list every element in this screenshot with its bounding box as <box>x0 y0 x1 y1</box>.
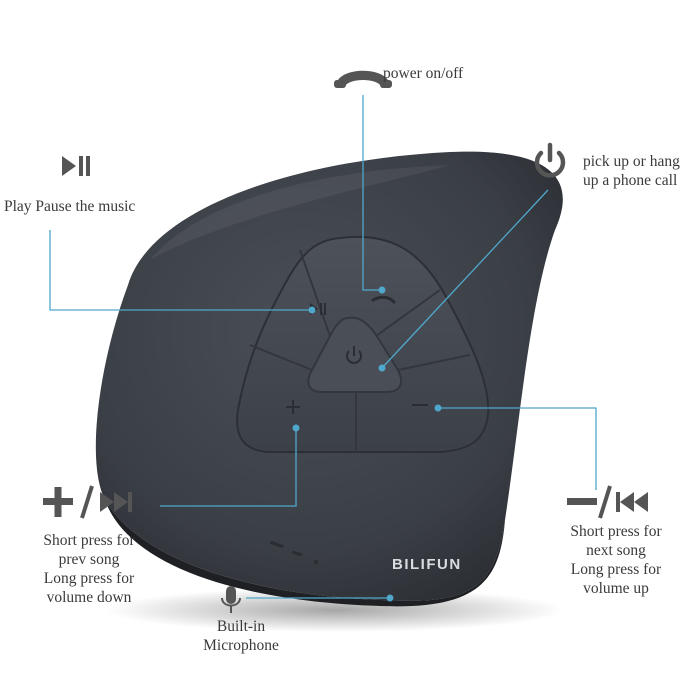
side-ports <box>270 540 318 564</box>
call-label-line-1: pick up or hang <box>583 153 680 170</box>
call-label: pick up or hang up a phone call <box>583 152 680 190</box>
phone-handset-icon <box>334 70 392 88</box>
callout-line-power <box>362 95 382 291</box>
volume-down-label: Short press for prev song Long press for… <box>30 531 148 607</box>
play-pause-icon <box>62 156 90 176</box>
callout-line-call <box>381 189 549 369</box>
panel-plus-icon[interactable] <box>286 400 300 414</box>
divider-top-left <box>299 249 331 337</box>
callout-line-volume-down <box>160 428 297 507</box>
microphone-line-2: Microphone <box>203 637 279 654</box>
volume-up-line-2: next song <box>586 542 646 559</box>
callout-dot-microphone <box>386 594 394 602</box>
speaker-highlight <box>150 165 450 260</box>
divider-right <box>397 354 471 371</box>
volume-down-line-4: volume down <box>46 589 132 606</box>
divider-top-right <box>375 289 441 337</box>
microphone-icon <box>221 586 241 613</box>
callout-dot-volume-up <box>434 404 442 412</box>
call-label-line-2: up a phone call <box>583 172 678 189</box>
panel-phone-icon[interactable] <box>371 295 396 304</box>
callout-dot-volume-down <box>292 424 300 432</box>
microphone-line-1: Built-in <box>216 618 266 635</box>
power-icon <box>534 142 566 178</box>
panel-power-icon[interactable] <box>346 346 362 364</box>
callout-dot-call <box>378 364 386 372</box>
callout-line-play-pause <box>49 230 312 311</box>
plus-next-icon <box>43 485 132 519</box>
minus-prev-icon <box>567 485 648 519</box>
brand-logo-text: BILIFUN <box>392 556 462 573</box>
volume-up-line-4: volume up <box>583 580 649 597</box>
callout-dot-power <box>378 286 386 294</box>
callout-line-volume-up <box>438 407 597 490</box>
power-label: power on/off <box>383 65 464 82</box>
volume-down-line-1: Short press for <box>43 532 135 549</box>
volume-up-line-1: Short press for <box>570 523 662 540</box>
volume-down-line-2: prev song <box>58 551 120 568</box>
play-pause-label: Play Pause the music <box>4 198 136 215</box>
volume-down-line-3: Long press for <box>43 570 135 587</box>
volume-up-line-3: Long press for <box>570 561 662 578</box>
callout-dot-play-pause <box>308 306 316 314</box>
volume-up-label: Short press for next song Long press for… <box>557 522 675 598</box>
divider-left <box>249 344 313 371</box>
microphone-label: Built-in Microphone <box>186 617 296 655</box>
